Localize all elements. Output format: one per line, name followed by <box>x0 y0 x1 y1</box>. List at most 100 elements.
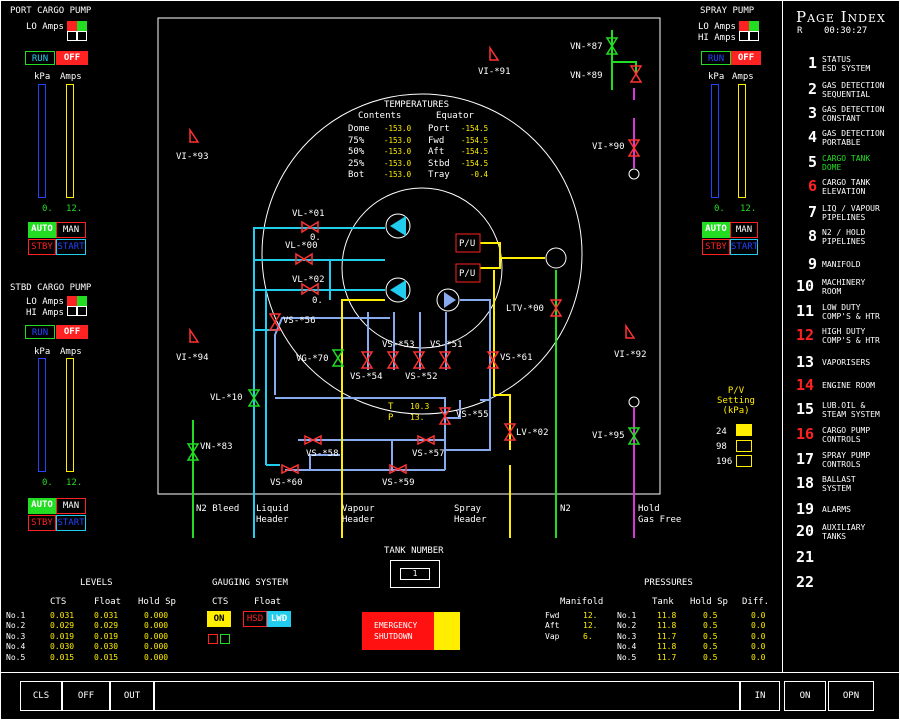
label-vi94: VI-*94 <box>176 353 209 363</box>
pressures-row-label: No.2 <box>617 621 637 631</box>
gauging-hsd-button[interactable]: HSD <box>243 611 267 627</box>
opn-button[interactable]: OPN <box>828 681 874 711</box>
pressures-manifold-label: Manifold <box>560 597 604 607</box>
lv02-valve <box>503 423 517 441</box>
gauging-indicator-green <box>220 634 230 644</box>
vs57-valve <box>417 434 435 446</box>
page-index-number: 19 <box>796 500 815 518</box>
pressures-hold: 0.5 <box>703 610 718 620</box>
port-kpa-bar <box>38 84 46 198</box>
stbd-man-button[interactable]: MAN <box>56 498 86 514</box>
stbd-amps-bar <box>66 358 74 472</box>
port-min: 0. <box>42 204 53 214</box>
temp-row-4-label: Bot <box>348 170 365 180</box>
gauging-on-button[interactable]: ON <box>207 611 231 627</box>
vs58-valve <box>304 434 322 446</box>
emergency-shutdown-button[interactable]: EMERGENCY SHUTDOWN <box>362 612 434 650</box>
spray-stby-button[interactable]: STBY <box>702 239 730 255</box>
port-man-button[interactable]: MAN <box>56 222 86 238</box>
page-index-number: 22 <box>796 573 815 591</box>
on-button[interactable]: ON <box>784 681 826 711</box>
label-vs54: VS-*54 <box>350 372 383 382</box>
page-index-label: VAPORISERS <box>822 358 871 367</box>
stbd-kpa-label: kPa <box>34 347 51 357</box>
stbd-run-button[interactable]: RUN <box>25 325 55 339</box>
spray-ind-3 <box>739 31 749 41</box>
ltv00-valve <box>549 299 563 317</box>
port-off-button[interactable]: OFF <box>56 51 88 65</box>
tank-number-box[interactable]: 1 <box>390 560 440 588</box>
pressures-diff: 0.0 <box>751 652 766 662</box>
out-button[interactable]: OUT <box>110 681 154 711</box>
stbd-start-button[interactable]: START <box>56 515 86 531</box>
pump-spray <box>436 288 460 312</box>
pv-setting-196: 196 <box>716 457 733 467</box>
port-start-button[interactable]: START <box>56 239 86 255</box>
temp-row-2-value: -153.0 <box>384 147 412 156</box>
spray-run-button[interactable]: RUN <box>701 51 731 65</box>
cls-button[interactable]: CLS <box>20 681 62 711</box>
pv-setting-24-selector[interactable] <box>736 424 752 436</box>
temp-eq-3-label: Stbd <box>428 158 450 169</box>
port-run-button[interactable]: RUN <box>25 51 55 65</box>
pv-label-2: P/U <box>459 269 476 279</box>
stbd-auto-button[interactable]: AUTO <box>28 498 56 514</box>
page-index-label: GAS DETECTION CONSTANT <box>822 105 885 123</box>
in-button[interactable]: IN <box>740 681 780 711</box>
port-stby-button[interactable]: STBY <box>28 239 56 255</box>
label-vs55: VS-*55 <box>456 410 489 420</box>
gauging-title: GAUGING SYSTEM <box>212 578 288 588</box>
pv-setting-196-selector[interactable] <box>736 455 752 467</box>
manifold-label: Fwd <box>545 610 560 620</box>
pressures-hold: 0.5 <box>703 631 718 641</box>
manifold-value: 12. <box>583 610 598 620</box>
page-index-label: LIQ / VAPOUR PIPELINES <box>822 204 880 222</box>
manifold-value: 12. <box>583 621 598 631</box>
page-index-label: SPRAY PUMP CONTROLS <box>822 451 871 469</box>
temp-eq-2-value: -154.5 <box>461 147 489 156</box>
page-index-label: CARGO PUMP CONTROLS <box>822 426 871 444</box>
levels-float: 0.029 <box>94 621 119 631</box>
port-ind-3 <box>67 31 77 41</box>
gauging-lwd-button[interactable]: LWD <box>267 611 291 627</box>
page-index-number: 3 <box>808 104 818 122</box>
vn87-valve <box>605 37 619 55</box>
port-amps-bar <box>66 84 74 198</box>
levels-float: 0.015 <box>94 652 119 662</box>
vl01-valve <box>301 220 319 234</box>
t-label: T <box>388 402 394 412</box>
label-vs57: VS-*57 <box>412 449 445 459</box>
stbd-stby-button[interactable]: STBY <box>28 515 56 531</box>
p-value: 13. <box>410 413 425 422</box>
pressures-row-label: No.5 <box>617 652 637 662</box>
page-index-number: 15 <box>796 400 815 418</box>
page-index-number: 17 <box>796 450 815 468</box>
pressures-row-label: No.4 <box>617 642 637 652</box>
pump-port <box>385 213 411 239</box>
port-lo-amps-indicator <box>67 21 77 31</box>
page-index-time: 00:30:27 <box>824 26 868 36</box>
pv-setting-98-selector[interactable] <box>736 440 752 452</box>
spray-man-button[interactable]: MAN <box>730 222 758 238</box>
port-auto-button[interactable]: AUTO <box>28 222 56 238</box>
pressures-tank: 11.7 <box>657 631 677 641</box>
stbd-off-button[interactable]: OFF <box>56 325 88 339</box>
label-vg70: VG-*70 <box>296 354 329 364</box>
pv-valve-1 <box>455 233 481 253</box>
page-index-label: HIGH DUTY COMP'S & HTR <box>822 327 880 345</box>
label-vl01: VL-*01 <box>292 209 325 219</box>
spray-auto-button[interactable]: AUTO <box>702 222 730 238</box>
hold-vent-bottom <box>628 396 640 408</box>
levels-holdsp: 0.000 <box>144 642 169 652</box>
pv-setting-24: 24 <box>716 427 727 437</box>
spray-off-button[interactable]: OFF <box>731 51 761 65</box>
spray-start-button[interactable]: START <box>730 239 758 255</box>
off-button[interactable]: OFF <box>62 681 110 711</box>
label-vl10: VL-*10 <box>210 393 243 403</box>
command-line[interactable] <box>154 681 740 711</box>
pressures-hold: 0.5 <box>703 652 718 662</box>
